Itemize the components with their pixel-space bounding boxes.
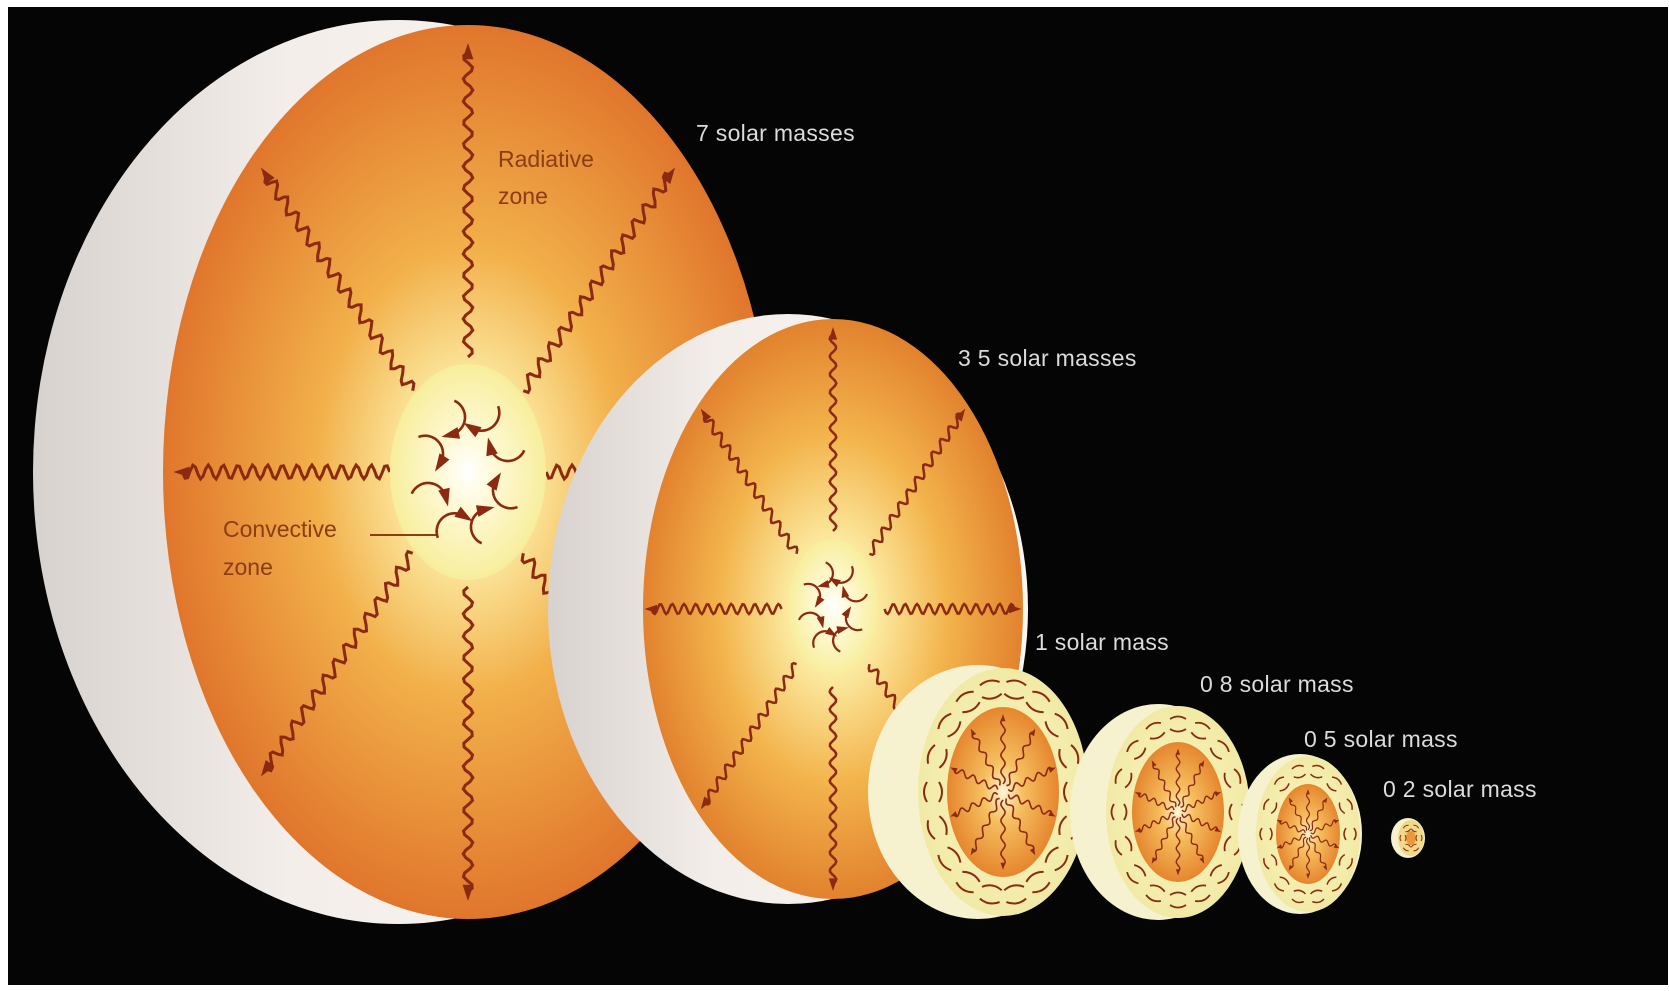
- label-0-5-solar-mass: 0 5 solar mass: [1304, 726, 1458, 752]
- star-0-2-solar-mass: [1391, 818, 1425, 858]
- label-0-8-solar-mass: 0 8 solar mass: [1200, 671, 1354, 697]
- label-radiative-zone-line2: zone: [498, 183, 548, 209]
- label-7-solar-masses: 7 solar masses: [696, 120, 855, 146]
- convective-core: [390, 364, 546, 580]
- diagram-frame: 7 solar masses 3 5 solar masses 1 solar …: [8, 7, 1668, 985]
- label-radiative-zone-line1: Radiative: [498, 146, 594, 172]
- convective-core: [788, 539, 878, 675]
- radiative-core: [947, 707, 1059, 877]
- label-0-2-solar-mass: 0 2 solar mass: [1383, 776, 1537, 802]
- label-convective-zone-line2: zone: [223, 554, 273, 580]
- center: [1406, 831, 1416, 845]
- star-0-5-solar-mass: [1238, 754, 1362, 914]
- label-1-solar-mass: 1 solar mass: [1035, 629, 1169, 655]
- stellar-structure-diagram: 7 solar masses 3 5 solar masses 1 solar …: [8, 7, 1668, 985]
- radiative-core: [1132, 742, 1224, 882]
- star-1-solar-mass: [868, 665, 1088, 919]
- star-0-8-solar-mass: [1070, 704, 1250, 920]
- label-3-5-solar-masses: 3 5 solar masses: [958, 345, 1137, 371]
- label-convective-zone-line1: Convective: [223, 516, 337, 542]
